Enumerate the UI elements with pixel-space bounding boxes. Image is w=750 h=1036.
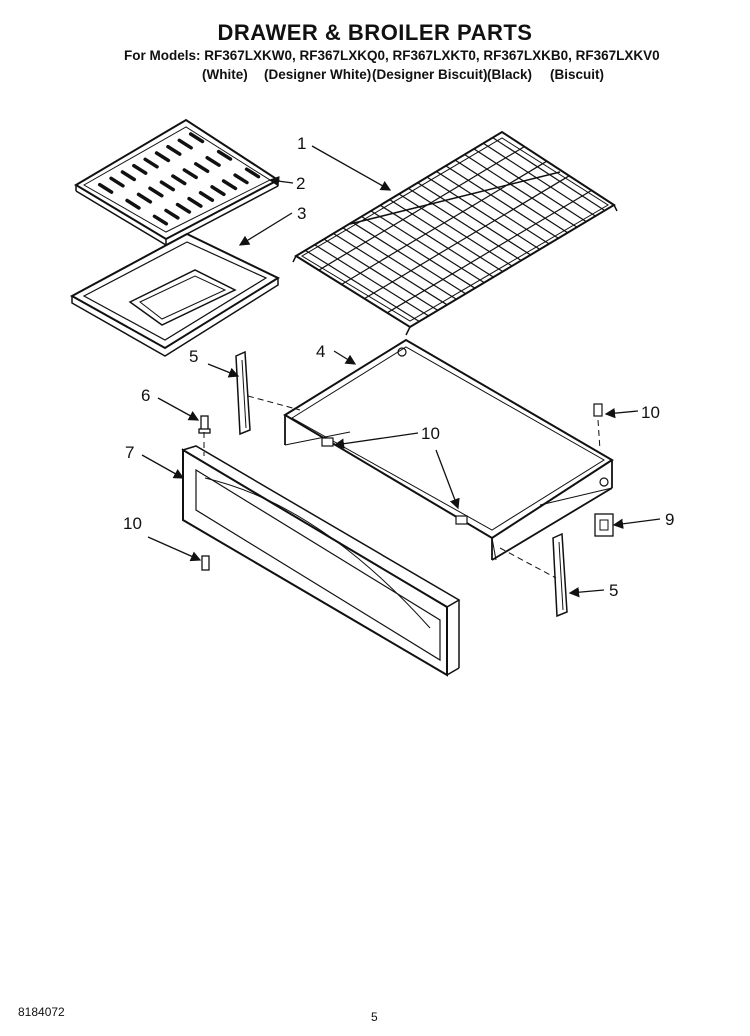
- variant-black: (Black): [487, 67, 533, 82]
- variant-white: (White): [202, 67, 248, 82]
- rack-rod: [314, 244, 429, 317]
- document-number: 8184072: [18, 1005, 65, 1019]
- rack-rod: [445, 165, 559, 239]
- screw-6: [198, 415, 211, 434]
- rack-cross-rod: [341, 160, 548, 285]
- rack-rod: [305, 249, 420, 322]
- grill-slot: [188, 132, 205, 144]
- rack-cross-rod: [386, 189, 592, 314]
- variant-designer-white: (Designer White): [264, 67, 372, 82]
- callout-10a: 10: [421, 424, 440, 443]
- grill-slot: [143, 157, 159, 169]
- callout-2: 2: [296, 174, 305, 193]
- grill-slot: [233, 173, 249, 185]
- grill-slot: [166, 144, 182, 156]
- grill-slot: [221, 179, 238, 191]
- rack-rod: [389, 199, 504, 273]
- drawer-body: [283, 338, 614, 561]
- rack-cross-rod: [364, 175, 570, 300]
- grill-slot: [164, 208, 180, 220]
- rack-cross-rod: [318, 146, 525, 271]
- grill-slot: [125, 198, 141, 210]
- rack-rod: [426, 176, 541, 250]
- models-line: For Models: RF367LXKW0, RF367LXKQ0, RF36…: [124, 48, 660, 63]
- screw-10-b: [455, 515, 468, 525]
- rack-rod: [417, 182, 531, 256]
- grill-slot: [132, 163, 148, 175]
- grill-slot: [175, 202, 192, 214]
- rack-rod: [436, 170, 550, 245]
- page-title: DRAWER & BROILER PARTS: [217, 20, 533, 45]
- rack-rod: [333, 232, 448, 306]
- grill-slot: [194, 162, 210, 174]
- screw-10-d: [201, 555, 210, 571]
- rack-rod: [482, 142, 596, 217]
- grill-slot: [182, 168, 198, 180]
- grill-slot: [152, 214, 169, 226]
- grill-slot: [205, 155, 221, 167]
- page-number: 5: [371, 1010, 378, 1024]
- slide-left: [235, 350, 251, 436]
- clip-9: [594, 513, 614, 537]
- callout-10b: 10: [641, 403, 660, 422]
- grill-slot: [159, 180, 176, 192]
- slide-right: [552, 532, 568, 618]
- grill-slot: [136, 192, 153, 204]
- rack-rod: [361, 216, 476, 289]
- oven-rack: [292, 130, 618, 336]
- grill-slot: [109, 176, 125, 188]
- callout-4: 4: [316, 342, 325, 361]
- rack-rod: [408, 187, 522, 261]
- broiler-grid: [74, 118, 280, 246]
- callout-5b: 5: [609, 581, 618, 600]
- grill-slot: [244, 167, 261, 179]
- grill-slot: [154, 151, 171, 163]
- rack-rod: [464, 154, 578, 228]
- callout-3: 3: [297, 204, 306, 223]
- grill-slot: [216, 149, 233, 161]
- callout-7: 7: [125, 443, 134, 462]
- grill-slot: [97, 182, 114, 194]
- rack-rod: [473, 148, 587, 223]
- grill-slot: [171, 174, 187, 186]
- rack-rod: [370, 210, 485, 284]
- callout-5: 5: [189, 347, 198, 366]
- screw-10-c: [593, 403, 603, 417]
- callout-9: 9: [665, 510, 674, 529]
- rack-rod: [342, 227, 457, 300]
- rack-rod: [351, 221, 466, 295]
- screw-10-a: [321, 437, 334, 447]
- grill-slot: [198, 191, 215, 202]
- drawer-front-panel: [181, 445, 461, 677]
- variant-biscuit: (Biscuit): [550, 67, 604, 82]
- rack-rod: [379, 204, 494, 278]
- rack-rod: [398, 193, 513, 267]
- callout-6: 6: [141, 386, 150, 405]
- callout-10c: 10: [123, 514, 142, 533]
- grill-slot: [120, 170, 137, 182]
- variant-designer-biscuit: (Designer Biscuit): [372, 67, 488, 82]
- rack-rod: [323, 238, 439, 311]
- rack-rod: [454, 159, 568, 234]
- grill-slot: [210, 185, 226, 197]
- grill-slot: [148, 186, 164, 198]
- callout-1: 1: [297, 134, 306, 153]
- grill-slot: [177, 138, 193, 150]
- grill-slot: [187, 196, 203, 208]
- broiler-pan: [69, 232, 281, 357]
